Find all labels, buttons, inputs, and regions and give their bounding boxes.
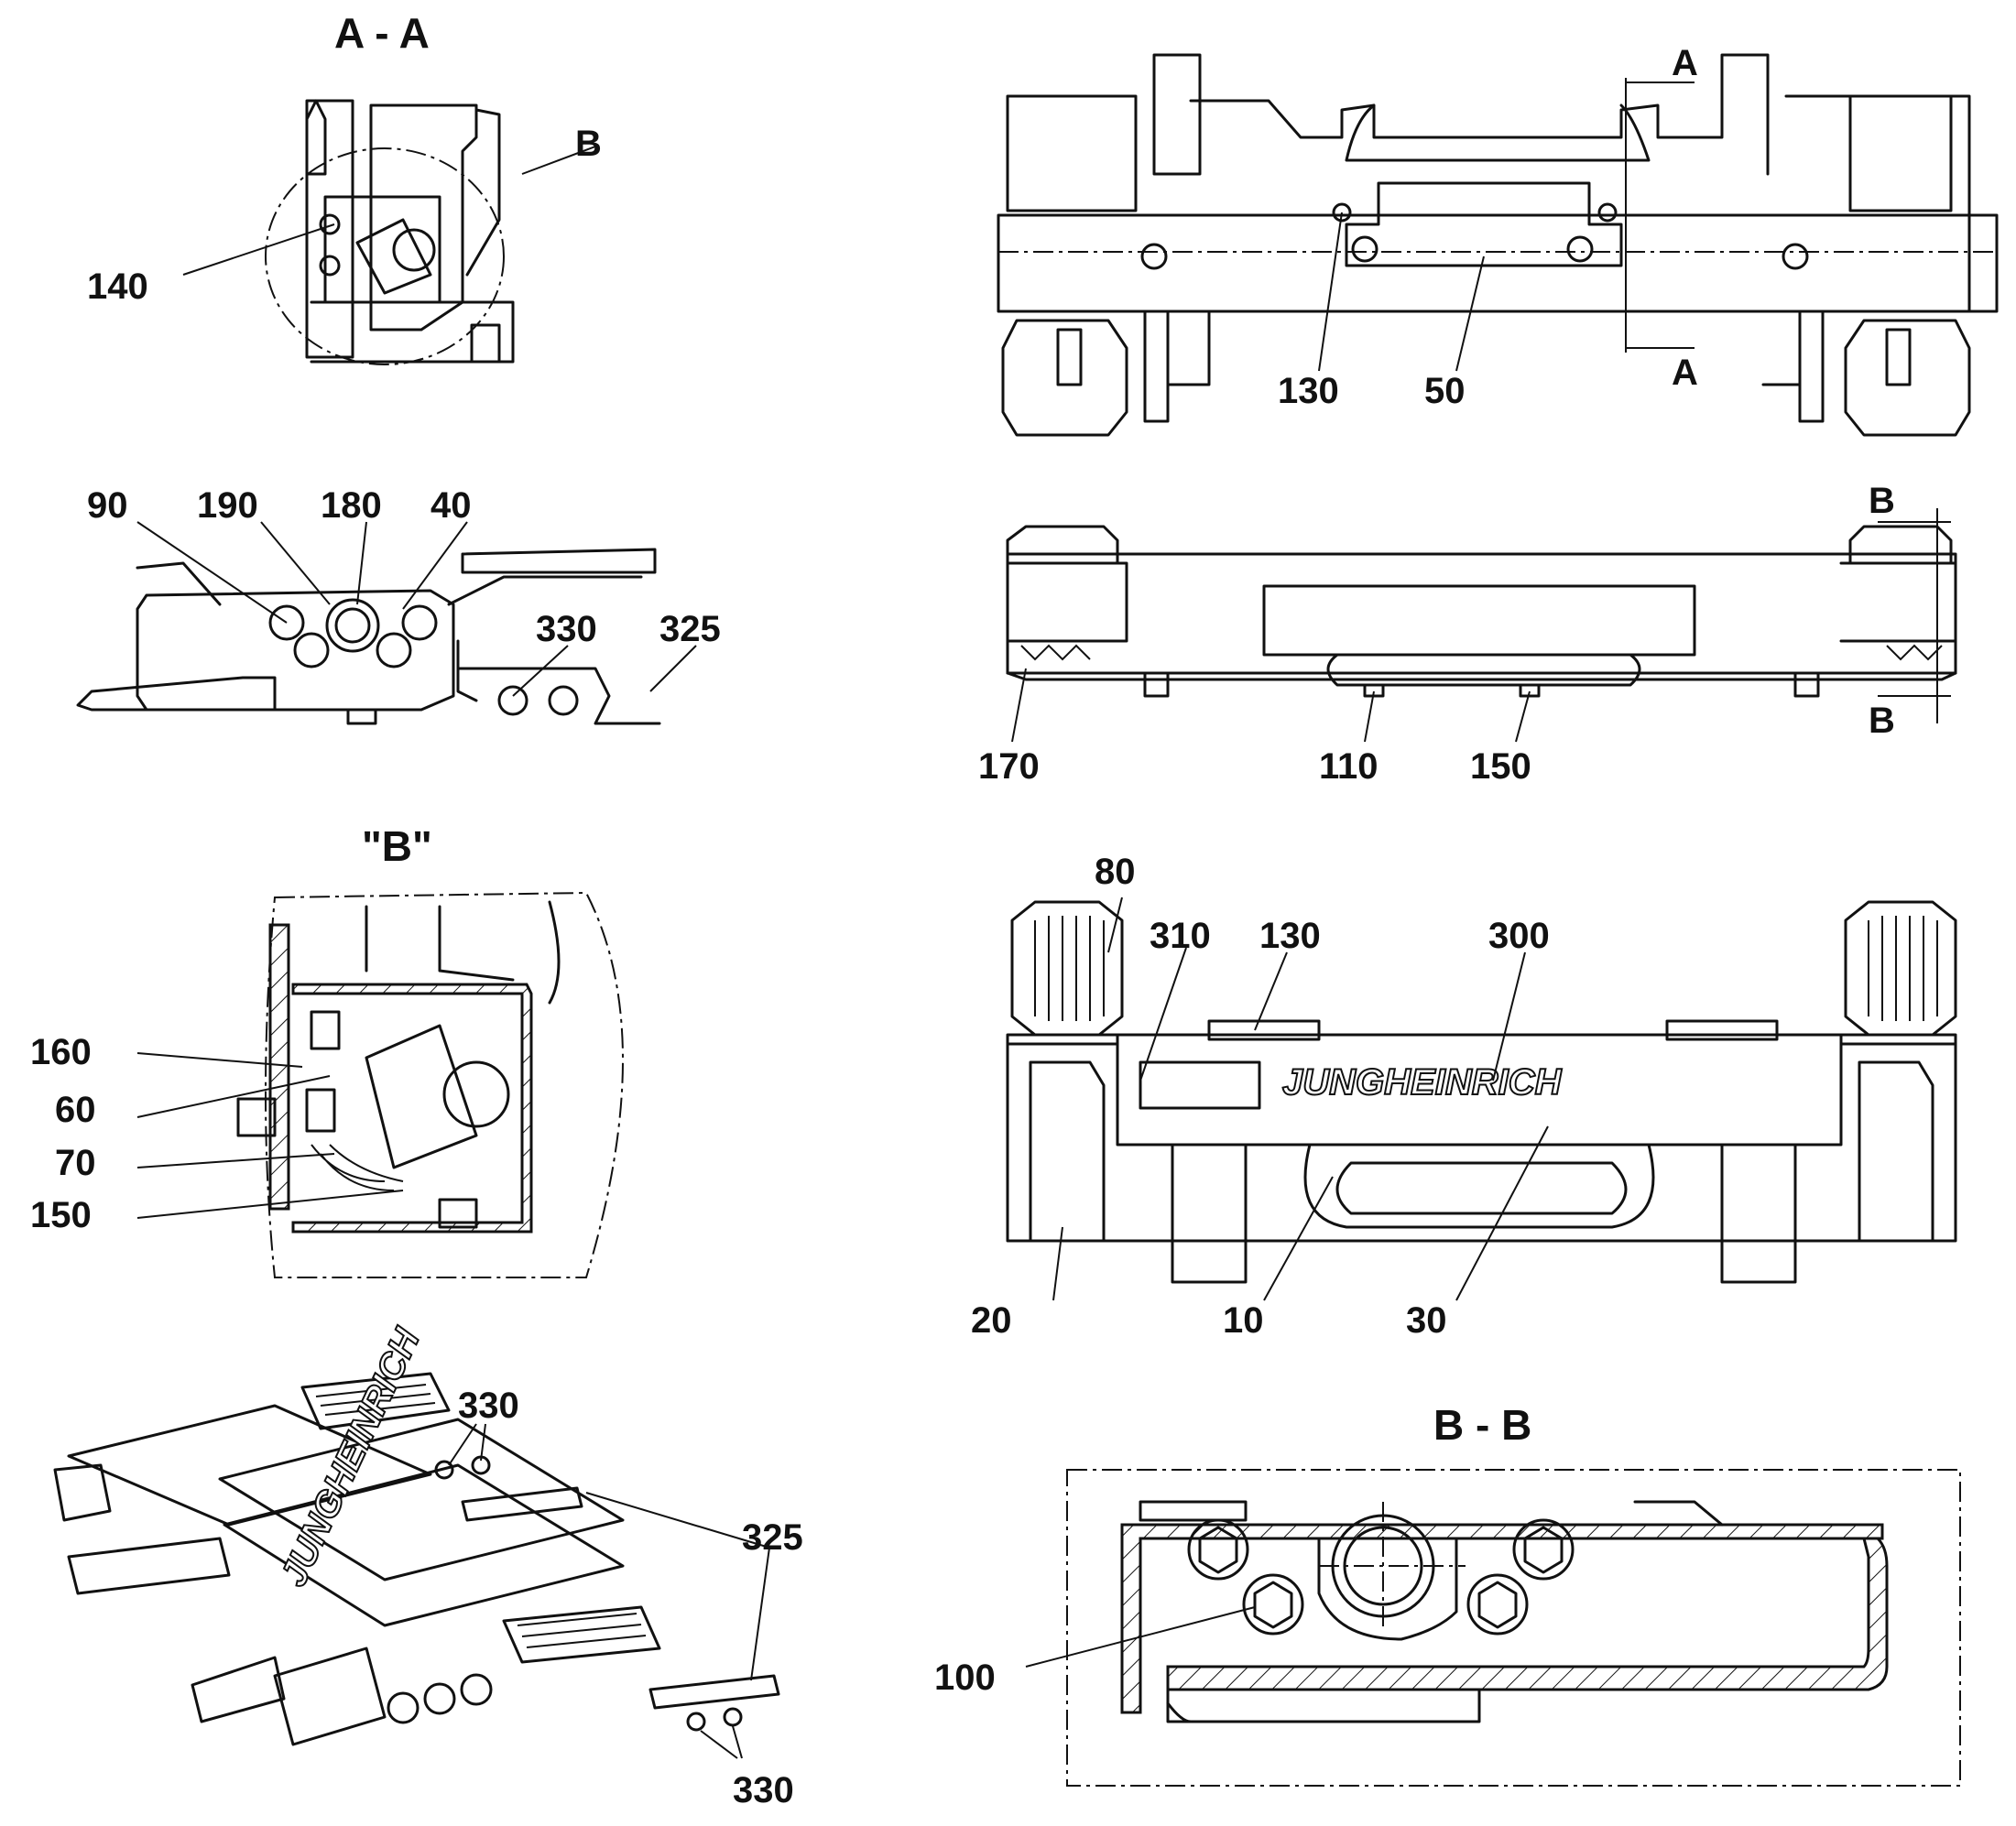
label-330-iso-bottom: 330	[733, 1770, 794, 1810]
label-50: 50	[1424, 371, 1466, 411]
section-bb-view: B - B 100	[934, 1401, 1961, 1787]
jungheinrich-logo-iso: JUNGHEINRICH	[273, 1321, 428, 1592]
label-330-side: 330	[536, 609, 597, 649]
label-70: 70	[55, 1143, 96, 1183]
label-60: 60	[55, 1090, 96, 1130]
label-40: 40	[430, 485, 472, 526]
label-330-iso-top: 330	[458, 1386, 519, 1426]
label-130-bottom: 130	[1259, 916, 1321, 956]
label-10: 10	[1223, 1300, 1264, 1341]
label-100: 100	[934, 1658, 996, 1698]
label-160: 160	[30, 1032, 92, 1072]
section-a-top-marker: A	[1672, 43, 1698, 83]
label-80: 80	[1095, 852, 1136, 892]
side-view: 90 190 180 40 330 325	[76, 485, 721, 725]
detail-b-title: "B"	[362, 822, 432, 870]
label-325-iso: 325	[742, 1517, 803, 1558]
label-170: 170	[978, 746, 1040, 787]
section-aa-title: A - A	[334, 9, 430, 57]
isometric-view: JUNGHEINRICH 330 325 330	[53, 1321, 803, 1810]
label-180: 180	[321, 485, 382, 526]
top-view: A A 130 50	[997, 43, 1999, 437]
label-150-detail: 150	[30, 1195, 92, 1235]
detail-b-view: "B" 160 60 70 150	[30, 822, 624, 1278]
label-140: 140	[87, 266, 148, 307]
label-150-front: 150	[1470, 746, 1531, 787]
label-20: 20	[971, 1300, 1012, 1341]
circle-b-marker: B	[575, 124, 602, 164]
section-aa-view: A - A B 140	[87, 9, 602, 365]
bottom-view: JUNGHEINRICH 80 310 130 300 20 10 30	[971, 852, 1957, 1341]
section-b-top-marker: B	[1869, 481, 1895, 521]
section-b-bottom-marker: B	[1869, 701, 1895, 741]
jungheinrich-logo: JUNGHEINRICH	[1282, 1062, 1563, 1103]
label-110: 110	[1319, 746, 1379, 787]
label-90: 90	[87, 485, 128, 526]
label-300: 300	[1488, 916, 1550, 956]
label-30: 30	[1406, 1300, 1447, 1341]
label-190: 190	[197, 485, 258, 526]
front-view: B B 170 110 150	[978, 481, 1957, 787]
section-a-bottom-marker: A	[1672, 353, 1698, 393]
label-325-side: 325	[659, 609, 721, 649]
label-130-top: 130	[1278, 371, 1339, 411]
section-bb-title: B - B	[1433, 1401, 1531, 1449]
label-310: 310	[1150, 916, 1211, 956]
